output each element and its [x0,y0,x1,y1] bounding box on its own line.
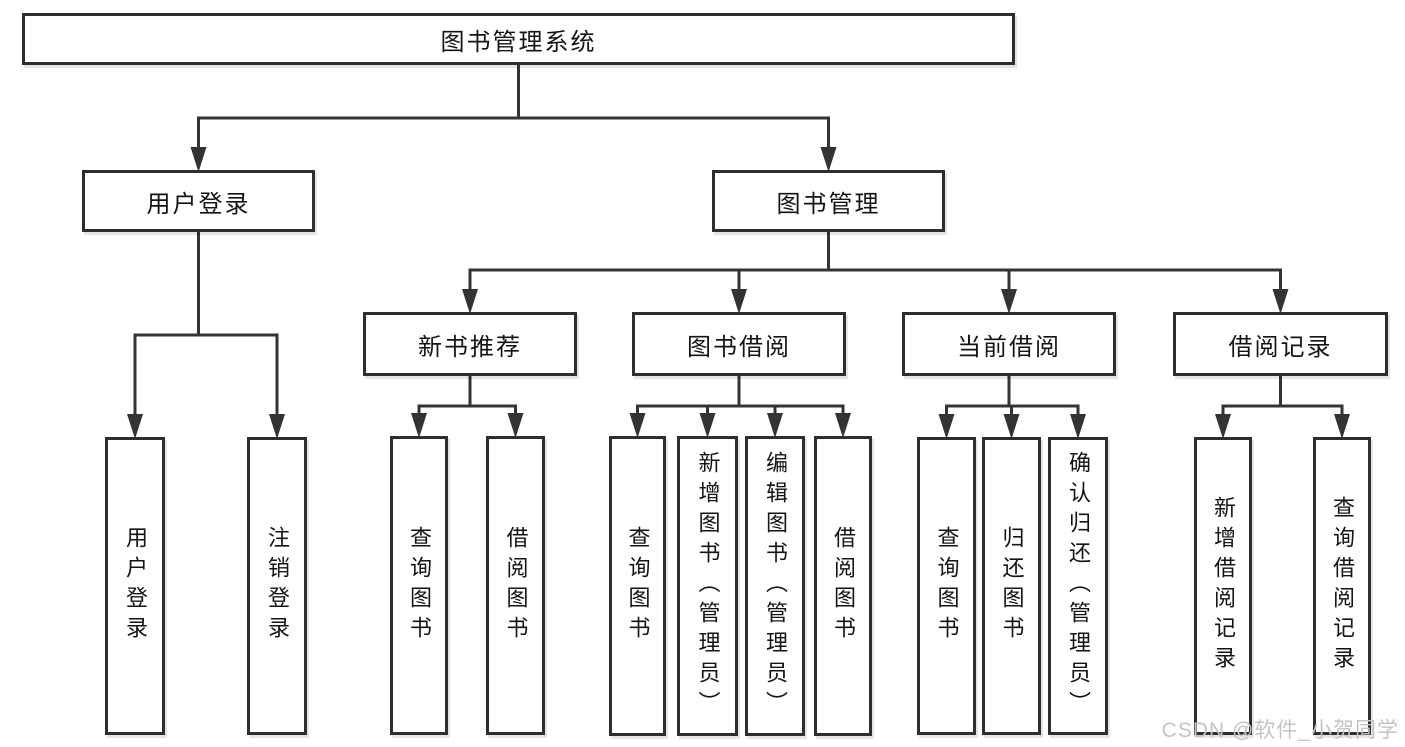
node-label-bb-borrow: 借阅图书 [831,526,856,646]
watermark: CSDN @软件_小贺同学 [1161,719,1399,742]
node-label-br-query: 查询借阅记录 [1330,496,1355,676]
node-user-login-group: 用户登录 [82,170,315,232]
node-cb-return: 归还图书 [982,437,1041,735]
node-br-query: 查询借阅记录 [1313,437,1371,735]
node-bb-borrow: 借阅图书 [814,436,872,736]
node-label-user-login-group: 用户登录 [146,190,251,218]
node-bb-edit: 编辑图书（管理员） [745,436,805,736]
node-label-root: 图书管理系统 [440,28,597,56]
node-label-bb-add: 新增图书（管理员） [695,451,721,721]
node-cb-query: 查询图书 [917,437,976,735]
node-bb-query: 查询图书 [609,436,666,736]
node-new-book-rec: 新书推荐 [363,312,577,376]
node-label-nb-query: 查询图书 [407,525,432,646]
node-borrow-records: 借阅记录 [1173,312,1388,376]
node-label-current-borrow: 当前借阅 [957,333,1061,361]
node-nb-query: 查询图书 [390,436,448,735]
node-label-bb-edit: 编辑图书（管理员） [763,451,788,721]
node-label-logout: 注销登录 [265,526,290,646]
node-label-br-add: 新增借阅记录 [1211,496,1236,676]
node-nb-borrow: 借阅图书 [486,436,545,735]
node-br-add: 新增借阅记录 [1194,437,1252,735]
node-cb-confirm: 确认归还（管理员） [1048,437,1108,735]
node-label-new-book-rec: 新书推荐 [418,333,522,361]
node-label-user-login: 用户登录 [123,526,148,646]
node-label-cb-confirm: 确认归还（管理员） [1066,451,1091,721]
node-label-nb-borrow: 借阅图书 [503,525,529,646]
node-bb-add: 新增图书（管理员） [677,436,738,736]
node-book-borrow: 图书借阅 [632,312,846,376]
node-label-borrow-records: 借阅记录 [1228,333,1333,361]
node-label-cb-return: 归还图书 [999,526,1025,646]
node-root: 图书管理系统 [22,13,1015,65]
node-logout: 注销登录 [247,437,307,735]
node-user-login: 用户登录 [105,437,165,735]
node-label-bb-query: 查询图书 [625,526,651,646]
node-label-cb-query: 查询图书 [934,526,960,646]
node-label-book-borrow: 图书借阅 [687,333,791,361]
node-current-borrow: 当前借阅 [902,312,1116,376]
node-book-mgmt: 图书管理 [712,170,945,232]
node-label-book-mgmt: 图书管理 [776,190,881,218]
